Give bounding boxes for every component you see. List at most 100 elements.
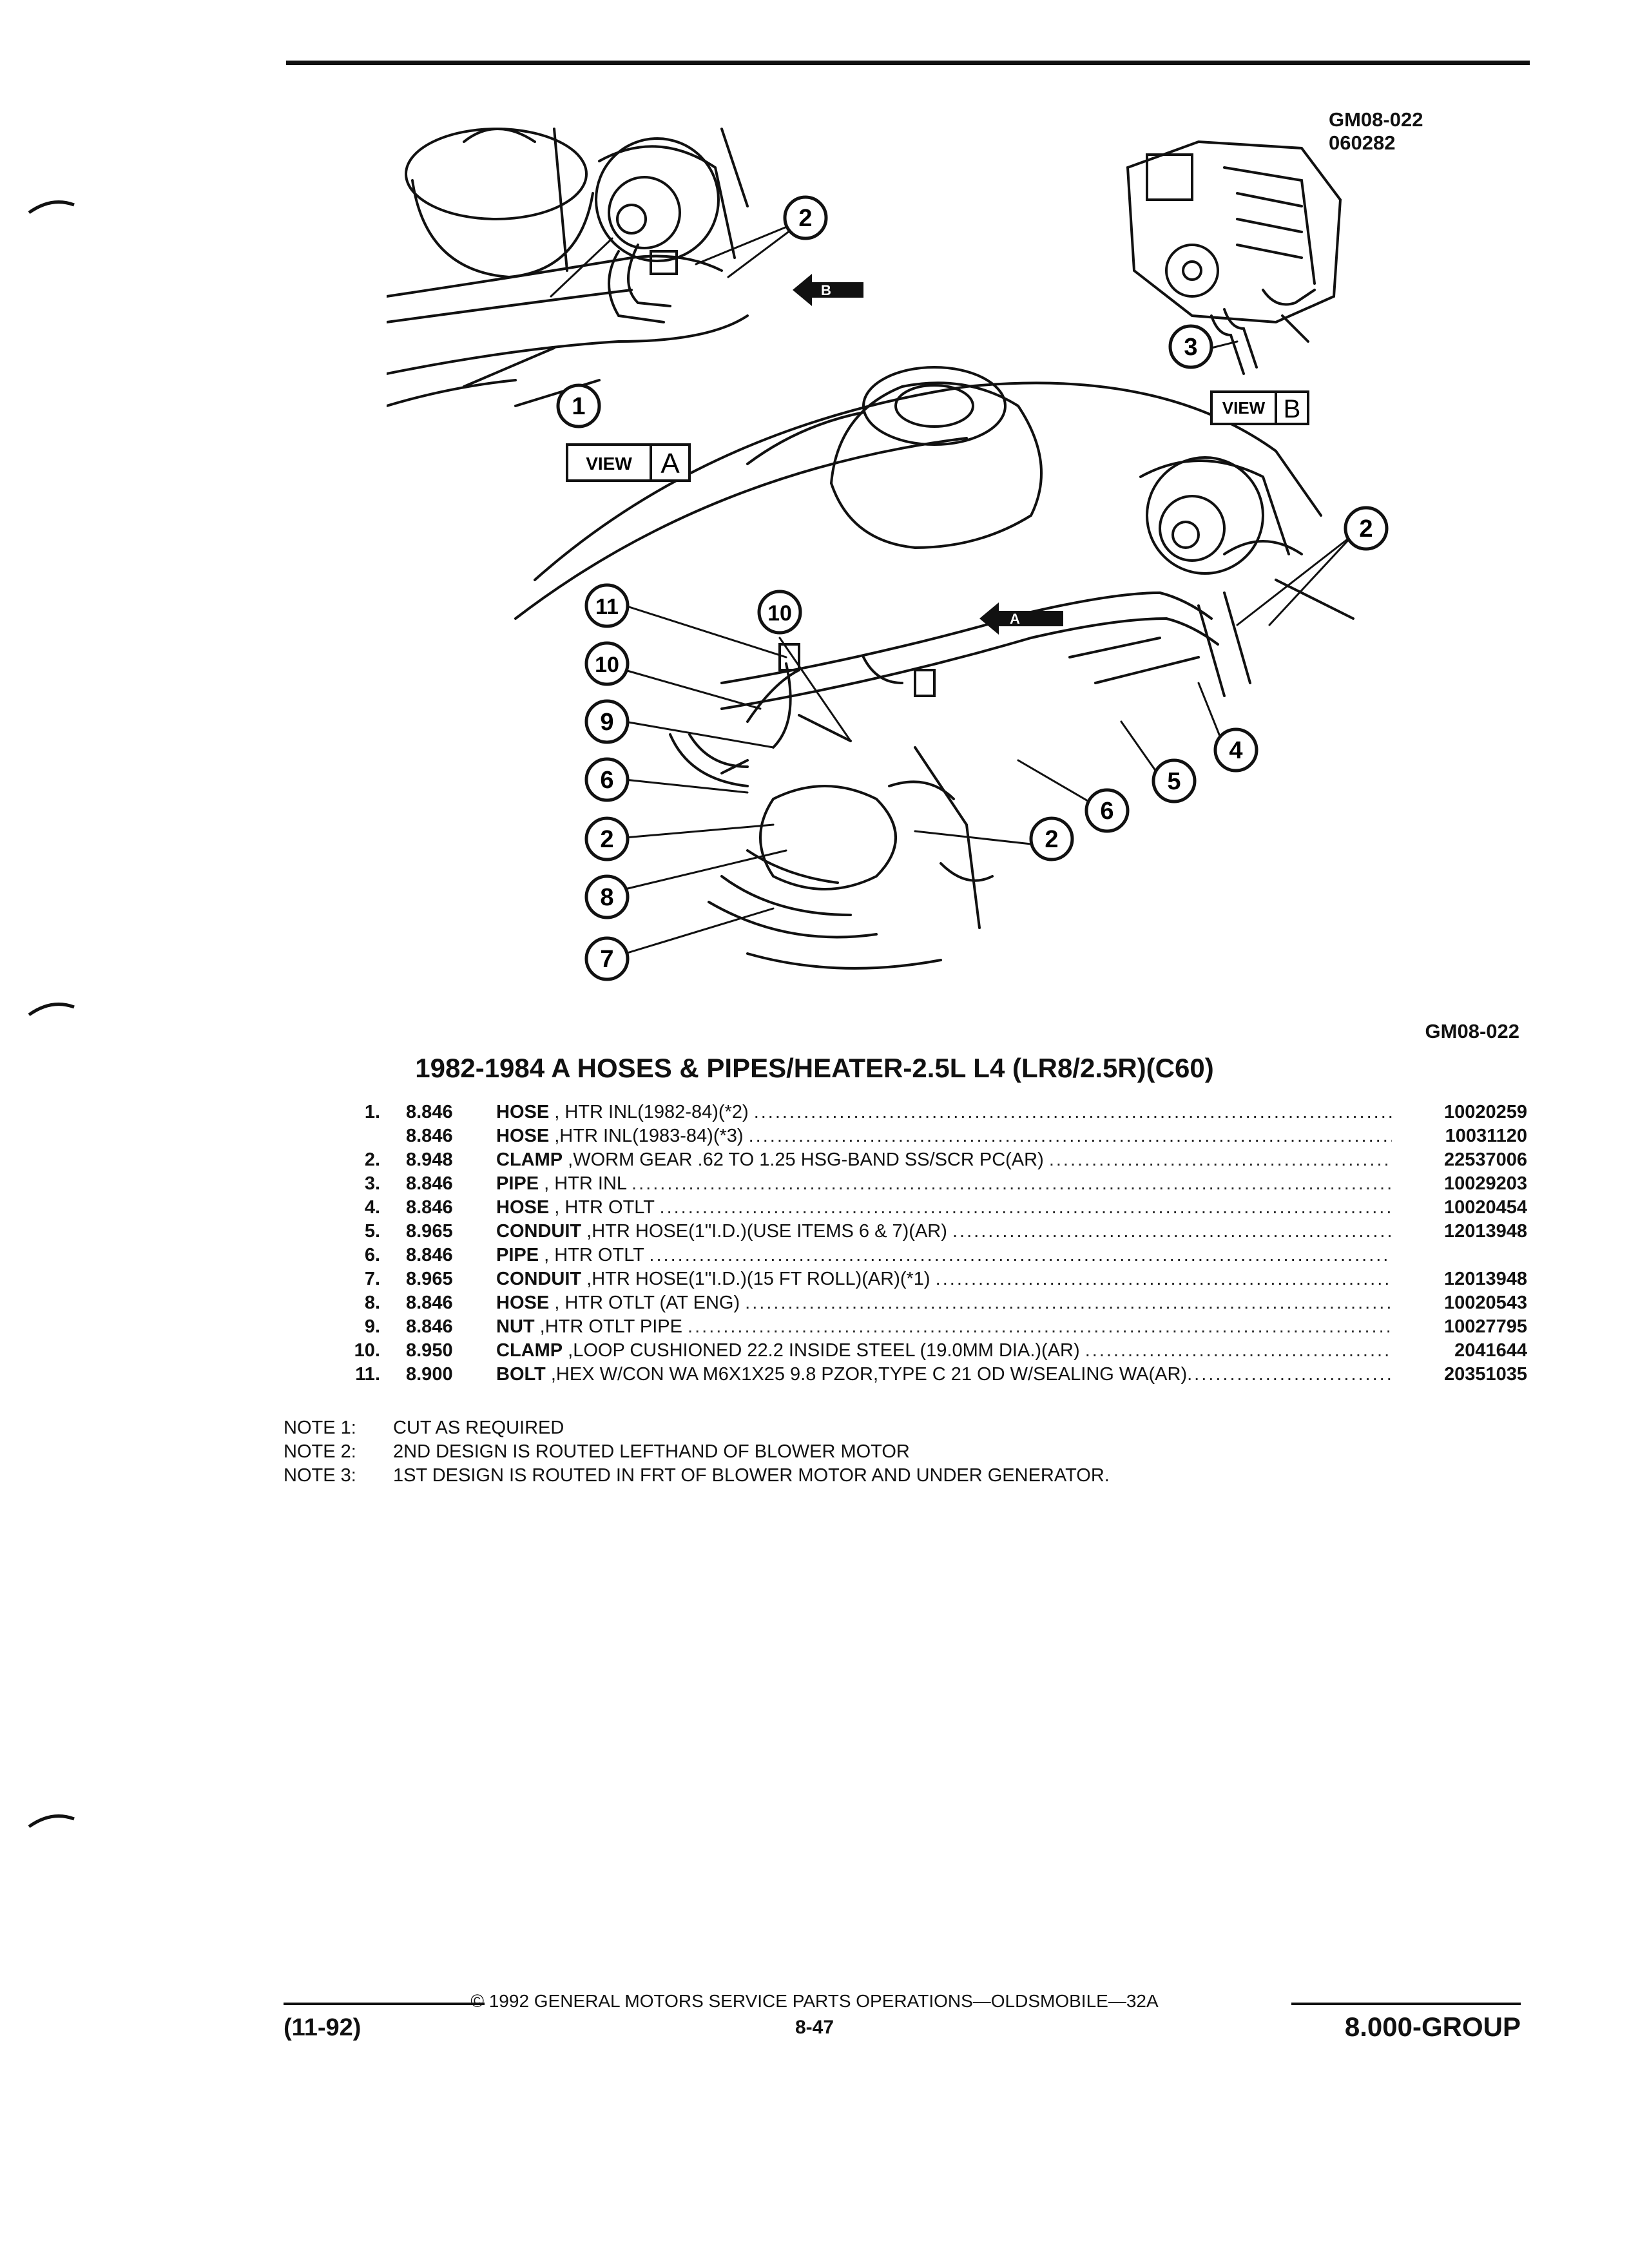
svg-text:8: 8 bbox=[600, 884, 613, 911]
svg-text:A: A bbox=[1010, 611, 1020, 627]
page-number: 8-47 bbox=[795, 2017, 834, 2038]
svg-text:B: B bbox=[1284, 395, 1301, 423]
leader-dots: ........................................… bbox=[745, 1293, 1392, 1313]
part-description: PIPE , HTR INL .........................… bbox=[496, 1172, 1392, 1196]
item-number: 11. bbox=[355, 1364, 380, 1385]
note-label: NOTE 1: bbox=[284, 1418, 356, 1438]
callout-6-center: 6 bbox=[1084, 788, 1130, 833]
group-number: 8.846 bbox=[406, 1126, 453, 1146]
item-number: 2. bbox=[364, 1149, 380, 1170]
part-number: 10020454 bbox=[1443, 1197, 1527, 1218]
note-line: NOTE 1: CUT AS REQUIRED bbox=[284, 1416, 1110, 1440]
item-number: 8. bbox=[364, 1293, 380, 1313]
svg-text:2: 2 bbox=[798, 205, 812, 232]
leader-dots: ........................................… bbox=[748, 1126, 1392, 1146]
view-b-label: VIEW B bbox=[1210, 390, 1309, 425]
part-description: BOLT ,HEX W/CON WA M6X1X25 9.8 PZOR,TYPE… bbox=[496, 1363, 1392, 1387]
svg-text:2: 2 bbox=[1359, 515, 1373, 543]
group-number: 8.965 bbox=[406, 1269, 453, 1289]
leader-dots: ........................................… bbox=[935, 1269, 1392, 1289]
part-name: HOSE bbox=[496, 1293, 550, 1313]
svg-text:VIEW: VIEW bbox=[586, 454, 632, 474]
callout-1: 1 bbox=[556, 383, 601, 428]
note-text: 1ST DESIGN IS ROUTED IN FRT OF BLOWER MO… bbox=[393, 1465, 1110, 1486]
svg-text:3: 3 bbox=[1184, 334, 1197, 361]
callout-2-view-a: 2 bbox=[783, 195, 828, 240]
table-row: 8. 8.846 HOSE , HTR OTLT (AT ENG) ........… bbox=[284, 1291, 1527, 1315]
part-detail: ,LOOP CUSHIONED 22.2 INSIDE STEEL (19.0M… bbox=[563, 1340, 1085, 1361]
note-label: NOTE 3: bbox=[284, 1465, 356, 1486]
part-detail: ,WORM GEAR .62 TO 1.25 HSG-BAND SS/SCR P… bbox=[563, 1149, 1049, 1170]
part-name: CLAMP bbox=[496, 1340, 563, 1361]
part-name: HOSE bbox=[496, 1102, 550, 1122]
part-number: 2041644 bbox=[1454, 1340, 1527, 1361]
callout-6-left: 6 bbox=[584, 757, 630, 802]
group-number: 8.846 bbox=[406, 1245, 453, 1265]
callout-5: 5 bbox=[1152, 758, 1197, 803]
footer-copyright: © 1992 GENERAL MOTORS SERVICE PARTS OPER… bbox=[470, 1991, 1159, 2011]
leader-dots: ........................................… bbox=[1187, 1364, 1392, 1385]
part-detail: ,HTR HOSE(1"I.D.)(USE ITEMS 6 & 7)(AR) bbox=[581, 1221, 952, 1242]
item-number: 10. bbox=[354, 1340, 380, 1361]
part-number: 12013948 bbox=[1443, 1221, 1527, 1242]
part-detail: , HTR INL bbox=[539, 1173, 632, 1194]
svg-text:6: 6 bbox=[1100, 798, 1113, 825]
footer-date: (11-92) bbox=[284, 2014, 361, 2041]
part-number: 10020543 bbox=[1443, 1293, 1527, 1313]
callout-2-right: 2 bbox=[1344, 506, 1389, 551]
figure-code-top: GM08-022 bbox=[1329, 108, 1423, 131]
part-description: HOSE , HTR OTLT (AT ENG) ...............… bbox=[496, 1291, 1392, 1315]
part-number: 10027795 bbox=[1443, 1316, 1527, 1337]
item-number: 7. bbox=[364, 1269, 380, 1289]
figure-date-code: 060282 bbox=[1329, 131, 1396, 154]
part-detail: ,HTR OTLT PIPE bbox=[534, 1316, 688, 1337]
part-detail: ,HTR HOSE(1"I.D.)(15 FT ROLL)(AR)(*1) bbox=[581, 1269, 936, 1289]
callout-10-left: 10 bbox=[584, 641, 630, 686]
callout-4: 4 bbox=[1213, 727, 1258, 773]
callout-8: 8 bbox=[584, 874, 630, 919]
top-rule bbox=[286, 61, 1530, 65]
part-detail: , HTR OTLT bbox=[549, 1197, 660, 1218]
note-line: NOTE 3: 1ST DESIGN IS ROUTED IN FRT OF BL… bbox=[284, 1464, 1110, 1488]
callouts: 1 2 3 2 11 10 10 9 6 2 8 7 2 6 5 4 bbox=[556, 195, 1389, 981]
svg-text:9: 9 bbox=[600, 709, 613, 736]
part-number: 20351035 bbox=[1443, 1364, 1527, 1385]
svg-text:B: B bbox=[821, 282, 831, 298]
part-name: BOLT bbox=[496, 1364, 546, 1385]
part-description: HOSE ,HTR INL(1983-84)(*3) .............… bbox=[496, 1124, 1392, 1148]
part-detail: ,HTR INL(1983-84)(*3) bbox=[549, 1126, 749, 1146]
leader-dots: ........................................… bbox=[1084, 1340, 1392, 1361]
leader-lines bbox=[550, 218, 1354, 955]
leader-dots: ........................................… bbox=[688, 1316, 1392, 1337]
note-text: CUT AS REQUIRED bbox=[393, 1418, 564, 1438]
part-detail: ,HEX W/CON WA M6X1X25 9.8 PZOR,TYPE C 21… bbox=[545, 1364, 1188, 1385]
part-name: HOSE bbox=[496, 1126, 550, 1146]
callout-10-top: 10 bbox=[757, 590, 802, 635]
group-number: 8.846 bbox=[406, 1293, 453, 1313]
svg-text:A: A bbox=[660, 448, 680, 479]
part-name: CONDUIT bbox=[496, 1269, 582, 1289]
part-detail: , HTR OTLT (AT ENG) bbox=[549, 1293, 746, 1313]
part-name: NUT bbox=[496, 1316, 535, 1337]
part-description: CONDUIT ,HTR HOSE(1"I.D.)(USE ITEMS 6 & … bbox=[496, 1220, 1392, 1244]
callout-3: 3 bbox=[1168, 324, 1213, 369]
group-number: 8.846 bbox=[406, 1316, 453, 1337]
group-number: 8.948 bbox=[406, 1149, 453, 1170]
binder-mark-3 bbox=[28, 1814, 75, 1829]
leader-dots: ........................................… bbox=[952, 1221, 1392, 1242]
part-description: CLAMP ,WORM GEAR .62 TO 1.25 HSG-BAND SS… bbox=[496, 1148, 1392, 1172]
item-number: 4. bbox=[364, 1197, 380, 1218]
part-description: PIPE , HTR OTLT ........................… bbox=[496, 1244, 1392, 1267]
part-description: HOSE , HTR INL(1982-84)(*2) ............… bbox=[496, 1100, 1392, 1124]
leader-dots: ........................................… bbox=[1048, 1149, 1392, 1170]
item-number: 3. bbox=[364, 1173, 380, 1194]
part-name: CLAMP bbox=[496, 1149, 563, 1170]
svg-text:5: 5 bbox=[1167, 768, 1181, 795]
part-detail: , HTR INL(1982-84)(*2) bbox=[549, 1102, 754, 1122]
item-number: 9. bbox=[364, 1316, 380, 1337]
part-number: 10029203 bbox=[1443, 1173, 1527, 1194]
arrow-b: B bbox=[793, 274, 863, 306]
